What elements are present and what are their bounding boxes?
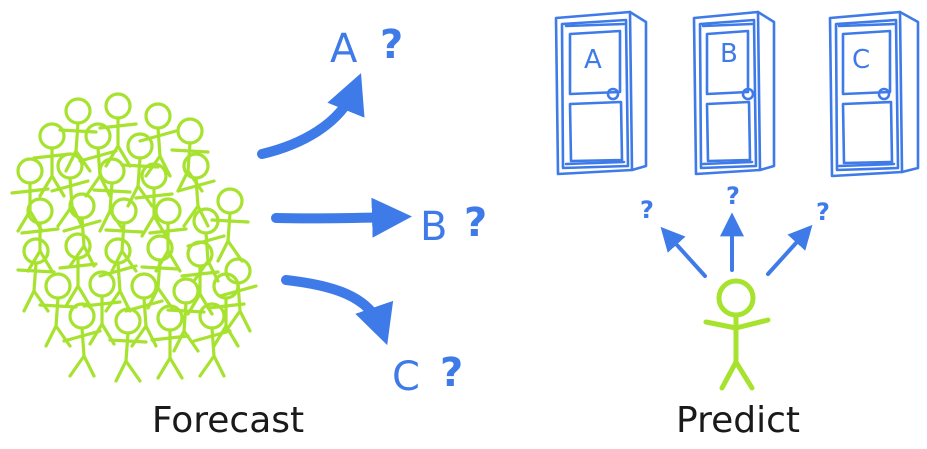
crowd-person	[150, 304, 190, 380]
arrow-to-outcome-a	[257, 73, 365, 159]
outcome-b-letter: B	[420, 204, 447, 250]
crowd-person	[120, 132, 160, 208]
outcome-c-question-mark: ?	[440, 350, 463, 396]
question-mark-center: ?	[726, 182, 740, 210]
forecast-caption: Forecast	[152, 400, 304, 441]
person-legs	[719, 359, 755, 391]
question-mark-right: ?	[816, 198, 830, 226]
arrow-to-outcome-b	[271, 197, 412, 238]
door-c	[828, 10, 920, 178]
crowd-person	[58, 232, 98, 308]
crowd-person	[32, 122, 72, 198]
crowd-person	[62, 302, 102, 378]
crowd-person	[210, 187, 250, 263]
predict-question-marks: ? ? ?	[640, 182, 830, 226]
crowd-person	[176, 152, 216, 228]
crowd-person	[62, 192, 102, 268]
doors-group: A B C	[554, 10, 920, 178]
crowd-person	[20, 197, 60, 273]
door-a-label: A	[584, 45, 602, 75]
crowd-person	[206, 272, 246, 348]
outcome-b-question-mark: ?	[464, 200, 487, 246]
crowd-person	[16, 237, 56, 313]
arrow-to-outcome-c	[281, 275, 394, 346]
door-b-label: B	[720, 39, 738, 69]
crowd-person	[108, 307, 148, 383]
crowd-person	[192, 302, 232, 378]
outcome-a-letter: A	[330, 26, 358, 72]
door-a	[554, 10, 648, 176]
predict-arrows	[660, 212, 813, 278]
person-arms	[703, 317, 771, 331]
outcome-c-letter: C	[392, 354, 420, 400]
crowd-person	[140, 234, 180, 310]
predict-caption: Predict	[676, 400, 800, 441]
crowd-of-people	[10, 92, 258, 383]
arrow-to-door-c	[766, 224, 813, 276]
arrow-to-door-a	[660, 226, 707, 278]
forecast-arrows	[257, 73, 412, 346]
crowd-person	[98, 237, 138, 313]
person-head	[716, 278, 756, 318]
door-c-label: C	[852, 45, 870, 75]
crowd-person	[92, 157, 132, 233]
door-b	[692, 10, 776, 176]
crowd-person	[134, 162, 174, 238]
person	[703, 278, 771, 391]
crowd-person	[138, 102, 178, 178]
question-mark-left: ?	[640, 196, 654, 224]
crowd-person	[58, 97, 98, 173]
outcome-a-question-mark: ?	[380, 22, 403, 68]
crowd-person	[166, 277, 206, 353]
forecast-outcomes: A ? B ? C ?	[330, 22, 487, 400]
